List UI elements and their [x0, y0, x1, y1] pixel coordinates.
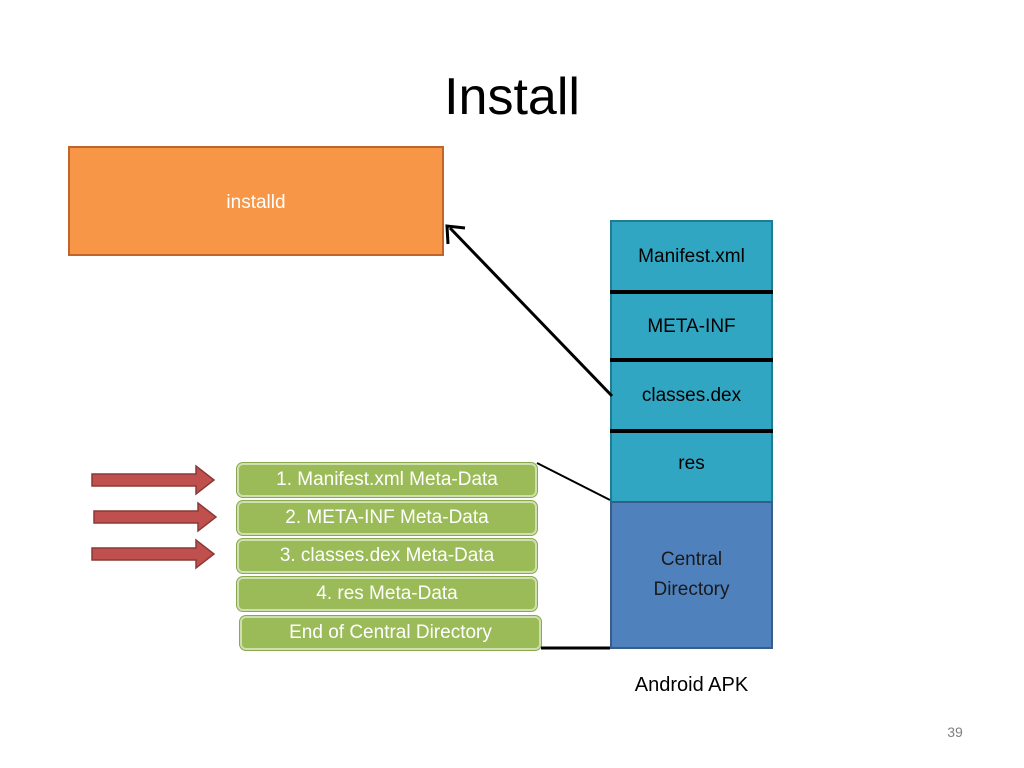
- red-arrow-2: [93, 501, 218, 533]
- slide-title: Install: [444, 68, 580, 126]
- metadata-entry-end-of-central-directory: End of Central Directory: [240, 616, 541, 650]
- page-number: 39: [947, 724, 963, 740]
- apk-central-directory: Central Directory: [610, 501, 773, 649]
- apk-central-directory-label: Central Directory: [653, 549, 730, 600]
- apk-segment-classes-dex-label: classes.dex: [641, 385, 742, 406]
- red-arrow-1: [91, 464, 216, 496]
- apk-segment-res-label: res: [678, 453, 705, 474]
- apk-segment-manifest: Manifest.xml: [610, 220, 773, 294]
- metadata-to-central-directory-top: [536, 462, 611, 501]
- apk-segment-meta-inf: META-INF: [610, 294, 773, 361]
- metadata-entry-classes-dex: 3. classes.dex Meta-Data: [237, 539, 537, 573]
- red-arrow-3: [91, 538, 216, 570]
- metadata-entry-meta-inf: 2. META-INF Meta-Data: [237, 501, 537, 535]
- apk-segment-meta-inf-label: META-INF: [647, 316, 736, 337]
- installd-label: installd: [226, 192, 286, 213]
- installd-box: installd: [68, 146, 444, 256]
- apk-segment-res: res: [610, 431, 773, 501]
- apk-segment-manifest-label: Manifest.xml: [638, 246, 745, 267]
- metadata-entry-manifest: 1. Manifest.xml Meta-Data: [237, 463, 537, 497]
- android-apk-label: Android APK: [634, 674, 749, 696]
- metadata-entry-res: 4. res Meta-Data: [237, 577, 537, 611]
- apk-segment-classes-dex: classes.dex: [610, 361, 773, 431]
- classes-to-installd-arrow-line: [448, 226, 614, 398]
- classes-to-installd-arrowhead: [445, 224, 466, 245]
